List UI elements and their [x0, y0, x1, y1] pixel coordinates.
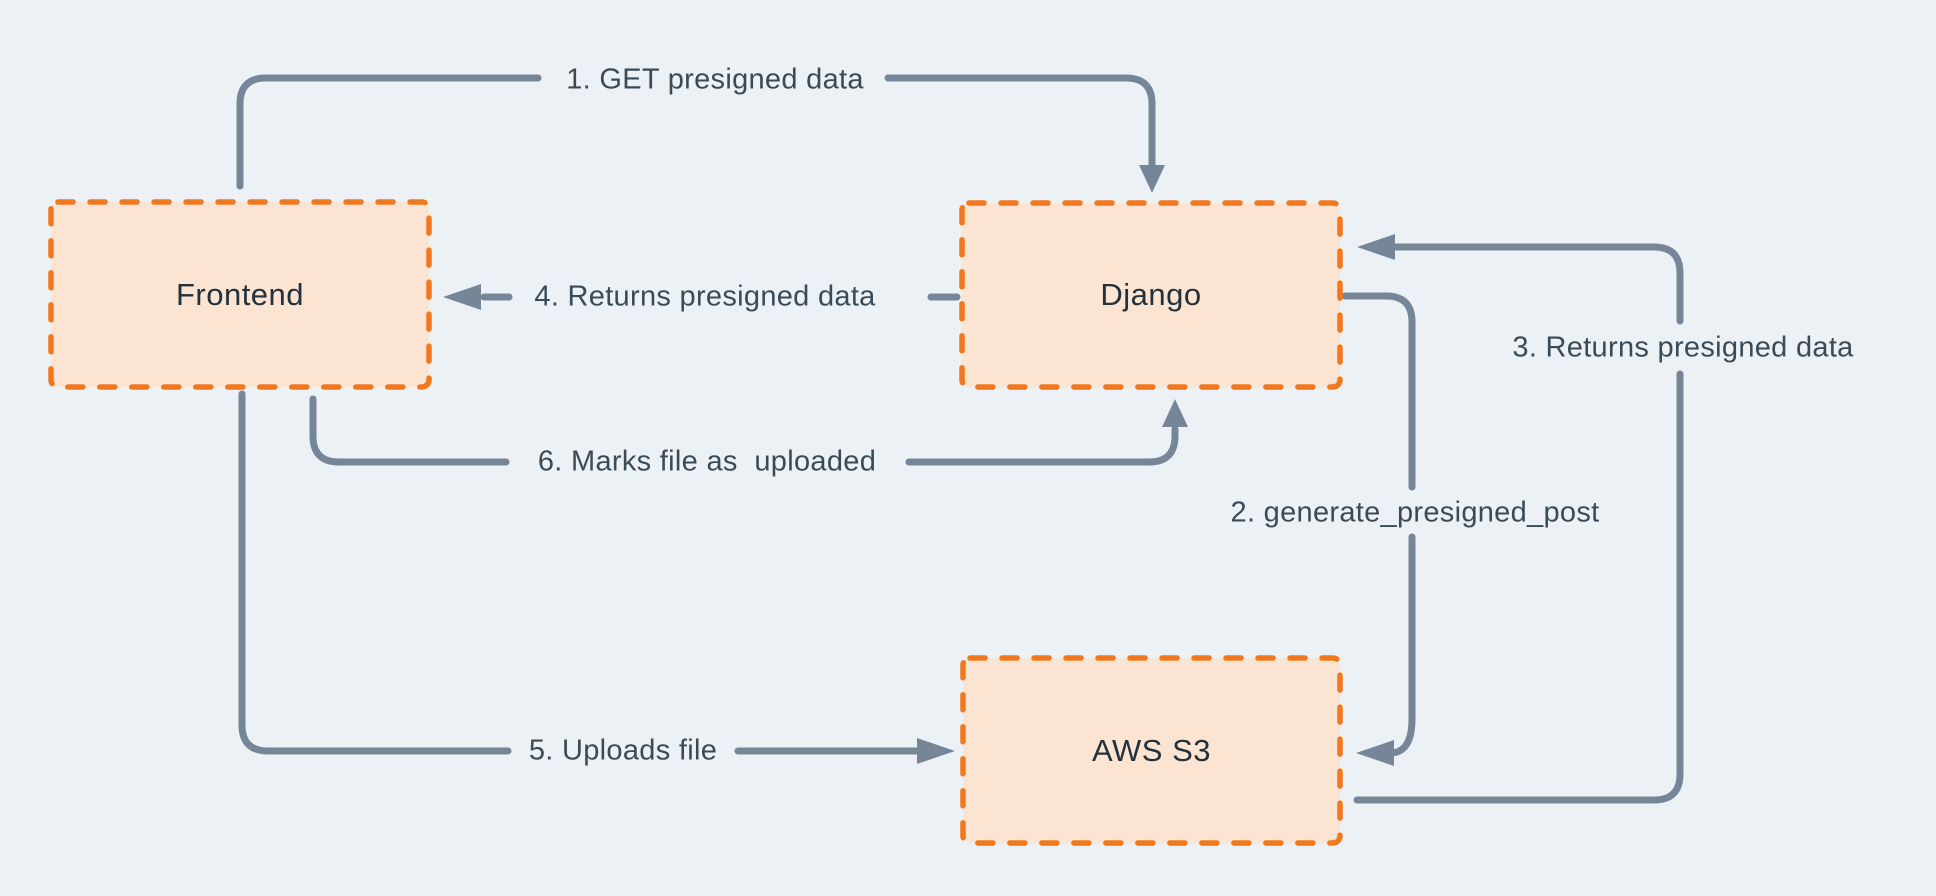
edge-3-path-top	[1392, 243, 1684, 325]
django-node-border	[959, 200, 1343, 390]
edge-5-path-left	[238, 390, 512, 755]
edge-1-path-right	[884, 74, 1156, 171]
django-node: Django	[959, 200, 1343, 390]
aws-s3-node-border	[960, 655, 1343, 846]
edge-6-path-left	[309, 395, 510, 466]
edge-5-arrowhead-right-icon	[917, 738, 955, 764]
frontend-node: Frontend	[48, 199, 432, 390]
edge-1-arrowhead-down-icon	[1139, 165, 1165, 193]
edge-2-label: 2. generate_presigned_post	[1224, 495, 1606, 531]
edge-3-path-bottom	[1353, 370, 1684, 804]
edge-6-label: 6. Marks file as uploaded	[531, 444, 883, 480]
edge-3-arrowhead-left-icon	[1357, 234, 1395, 260]
edge-6-arrowhead-up-icon	[1162, 399, 1188, 427]
frontend-node-border	[48, 199, 432, 390]
edge-4-arrowhead-left-icon	[443, 284, 481, 310]
aws-s3-node: AWS S3	[960, 655, 1343, 846]
edge-1-label: 1. GET presigned data	[560, 62, 870, 98]
edge-1-path-left	[236, 74, 542, 190]
edge-2-arrowhead-left-icon	[1356, 740, 1394, 766]
django-node-label: Django	[1100, 277, 1202, 312]
edge-2-path-bottom	[1386, 533, 1416, 757]
edge-4-label: 4. Returns presigned data	[528, 279, 882, 315]
edge-5-label: 5. Uploads file	[522, 733, 724, 769]
aws-s3-node-label: AWS S3	[1092, 732, 1211, 768]
edge-2-path-top	[1341, 292, 1416, 491]
edge-3-label: 3. Returns presigned data	[1506, 330, 1860, 366]
edge-6-path-right	[905, 425, 1179, 466]
frontend-node-label: Frontend	[175, 276, 305, 312]
